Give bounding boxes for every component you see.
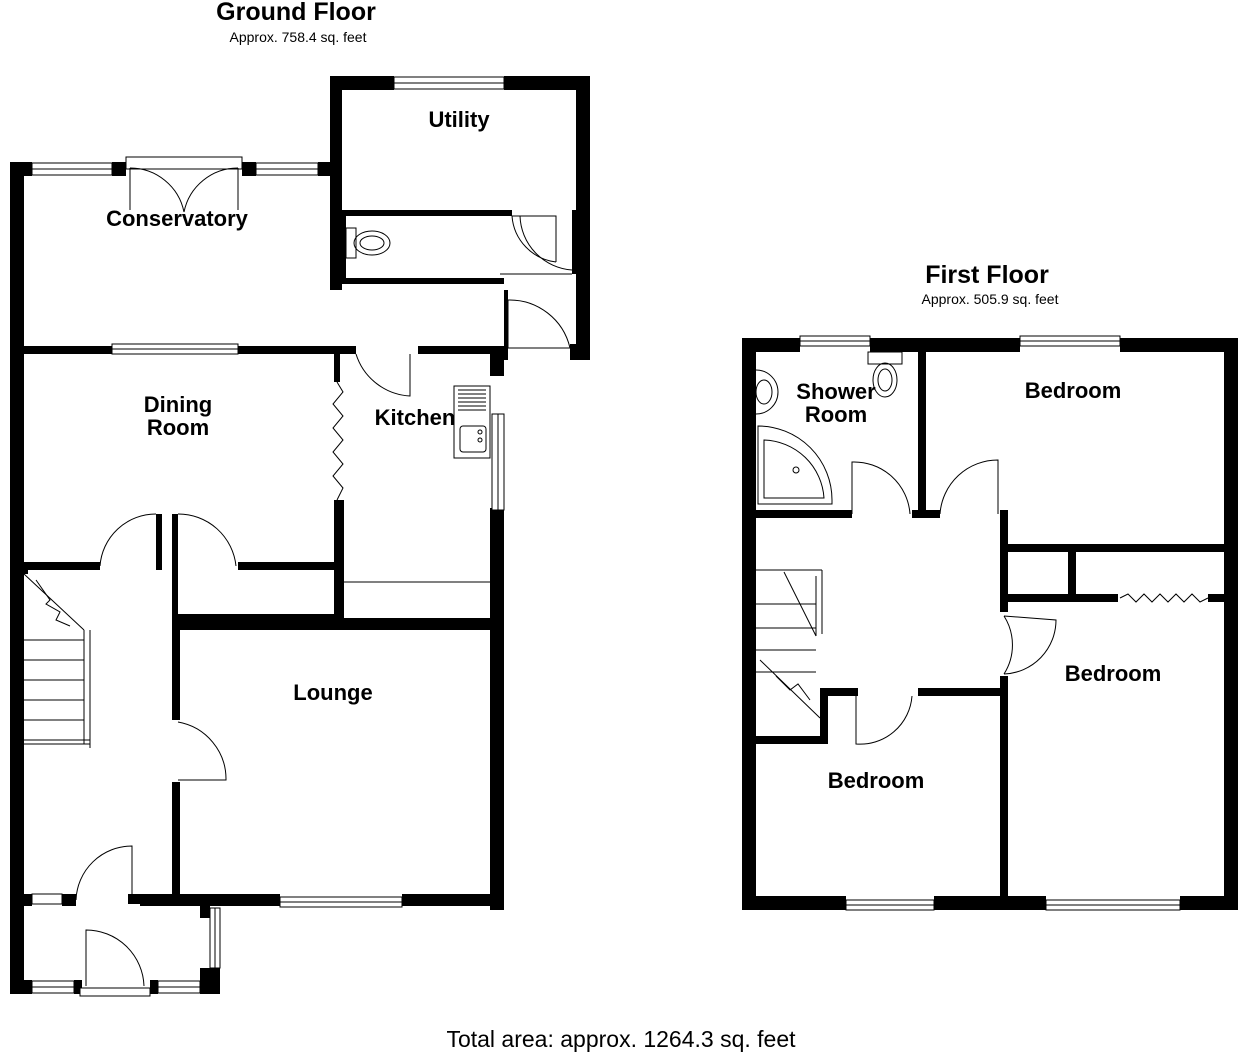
bedroom-top-right-label: Bedroom (1025, 378, 1122, 403)
first-floor-area: Approx. 505.9 sq. feet (922, 291, 1059, 307)
shower-room-label-line1: Shower (796, 379, 876, 404)
dining-room-label-line1: Dining (144, 392, 212, 417)
first-floor-room-labels: Shower Room Bedroom Bedroom Bedroom (796, 378, 1161, 793)
ground-floor-windows (31, 76, 505, 997)
ground-floor-fixtures (23, 227, 491, 748)
first-floor-windows (799, 335, 1181, 911)
first-floor-title: First Floor (925, 261, 1049, 289)
dining-room-label-line2: Room (147, 415, 209, 440)
total-area: Total area: approx. 1264.3 sq. feet (446, 1026, 796, 1052)
ground-floor-doors (75, 167, 573, 987)
conservatory-label: Conservatory (106, 206, 249, 231)
first-floor-walls (742, 338, 1238, 910)
first-floor-plan: First Floor Approx. 505.9 sq. feet (742, 261, 1238, 911)
utility-label: Utility (428, 107, 490, 132)
lounge-label: Lounge (293, 680, 372, 705)
bedroom-right-label: Bedroom (1065, 661, 1162, 686)
ground-floor-area: Approx. 758.4 sq. feet (230, 29, 367, 45)
ground-floor-walls (10, 76, 590, 994)
first-floor-doors (851, 459, 1209, 745)
kitchen-label: Kitchen (375, 405, 456, 430)
ground-floor-title: Ground Floor (216, 0, 376, 26)
bedroom-bottom-left-label: Bedroom (828, 768, 925, 793)
ground-floor-room-labels: Conservatory Utility Dining Room Kitchen… (106, 107, 490, 705)
shower-room-label-line2: Room (805, 402, 867, 427)
first-floor-fixtures (755, 351, 903, 719)
ground-floor-plan: Ground Floor Approx. 758.4 sq. feet (10, 0, 590, 997)
